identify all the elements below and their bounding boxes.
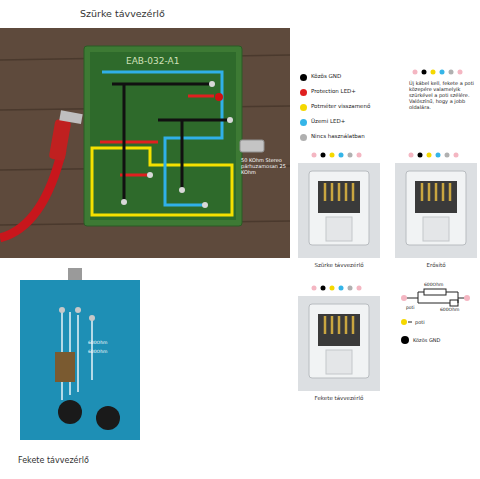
resistor-value: 600Ohm (424, 282, 443, 287)
legend-swatch (300, 134, 307, 141)
panel-caption: Fekete távvezérlő (18, 456, 89, 466)
photo-panel: Fekete távvezérlő (298, 296, 380, 402)
legend-swatch (300, 104, 307, 111)
ground-label: Közös GND (413, 337, 440, 343)
legend-swatch (300, 74, 307, 81)
pot-label: poti (415, 319, 425, 325)
panel-caption: Szürke távvezérlő (314, 262, 363, 269)
resistor-value: 600Ohm (88, 349, 107, 354)
panel-caption: Fekete távvezérlő (315, 395, 364, 402)
resistor-value: 600Ohm (88, 340, 107, 345)
silkscreen-text: EAB-032-A1 (126, 56, 179, 67)
photo-panel: Fekete távvezérlő (18, 268, 144, 466)
pot-note: 50 KOhm Stereo párhuzamosan 25 KOhm (241, 157, 287, 175)
pot-label: poti (406, 305, 415, 310)
panel-caption: Erősítő (426, 262, 445, 269)
legend-text: Közös GND (311, 73, 341, 80)
legend-swatch (300, 89, 307, 96)
legend-text: Potméter visszamenő (311, 103, 370, 110)
legend-text: Nincs használatban (311, 133, 365, 140)
legend-text: Protection LED+ (311, 88, 356, 95)
legend-text: Üzemi LED+ (311, 118, 345, 125)
photo-panel: Erősítő (395, 163, 477, 269)
page-title: Szürke távvezérlő (80, 8, 165, 19)
photo-panel: Szürke távvezérlő (298, 163, 380, 269)
legend-swatch (300, 119, 307, 126)
resistor-value: 600Ohm (440, 307, 459, 312)
cable-note: Új kábel kell, fekete a poti közepére va… (409, 80, 477, 110)
